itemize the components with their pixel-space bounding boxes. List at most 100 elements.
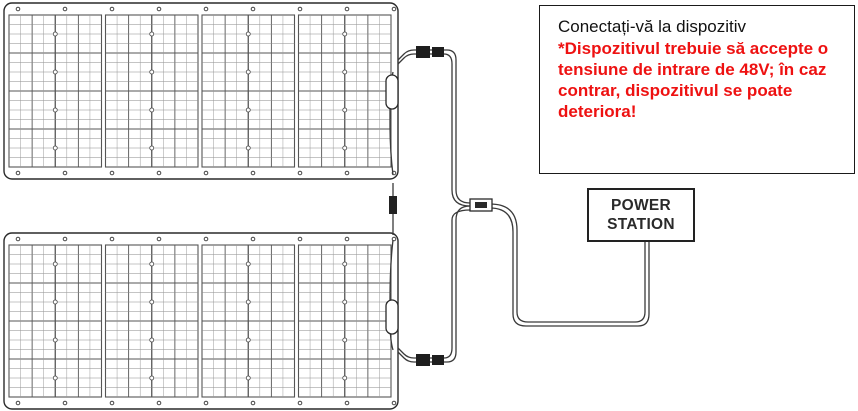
grommet-hole xyxy=(109,400,115,406)
grommet-hole xyxy=(109,236,115,242)
grommet-hole xyxy=(203,400,209,406)
grommet-hole xyxy=(109,170,115,176)
solar-module xyxy=(297,14,392,168)
grommet-hole xyxy=(391,400,397,406)
grommet-hole xyxy=(344,400,350,406)
mc4-connectors xyxy=(385,46,493,366)
cell-junction-mark xyxy=(342,69,348,75)
cell-junction-mark xyxy=(52,31,58,37)
grommet-hole xyxy=(156,6,162,12)
grommet-hole xyxy=(250,6,256,12)
cell-junction-mark xyxy=(52,299,58,305)
power-station-label-line2: STATION xyxy=(607,216,675,233)
solar-panel-2 xyxy=(3,232,399,410)
cell-junction-mark xyxy=(149,299,155,305)
voltage-warning: *Dispozitivul trebuie să accepte o tensi… xyxy=(558,39,829,121)
grommet-hole xyxy=(15,400,21,406)
grommet-hole xyxy=(391,236,397,242)
upper-panel-cable xyxy=(397,49,471,204)
cell-junction-mark xyxy=(245,107,251,113)
y-splitter-core xyxy=(475,202,487,208)
grommet-hole xyxy=(250,236,256,242)
solar-module xyxy=(8,14,103,168)
cell-junction-mark xyxy=(245,375,251,381)
mc4-connector-upper-left xyxy=(416,46,430,58)
main-output-cable-inner xyxy=(470,207,650,327)
device-connection-note: Conectați-vă la dispozitiv *Dispozitivul… xyxy=(539,5,855,174)
grommet-hole xyxy=(15,170,21,176)
cell-junction-mark xyxy=(342,337,348,343)
grommet-hole xyxy=(391,6,397,12)
solar-module xyxy=(201,14,296,168)
grommet-hole xyxy=(344,236,350,242)
cell-junction-mark xyxy=(342,107,348,113)
grommet-hole xyxy=(250,400,256,406)
grommet-hole xyxy=(62,400,68,406)
mc4-connector-upper-right xyxy=(432,47,444,57)
cell-junction-mark xyxy=(52,337,58,343)
solar-panels xyxy=(3,2,399,410)
grommet-hole xyxy=(297,170,303,176)
grommet-hole xyxy=(109,6,115,12)
cell-junction-mark xyxy=(342,261,348,267)
cell-junction-mark xyxy=(149,31,155,37)
solar-module xyxy=(104,244,199,398)
cable-harness xyxy=(389,49,650,363)
note-title: Conectați-vă la dispozitiv xyxy=(558,17,747,36)
cell-junction-mark xyxy=(149,375,155,381)
solar-module xyxy=(8,244,103,398)
grommet-hole xyxy=(15,6,21,12)
cell-junction-mark xyxy=(245,261,251,267)
lower-panel-cable xyxy=(397,205,471,363)
cell-junction-mark xyxy=(245,299,251,305)
cell-junction-mark xyxy=(342,299,348,305)
grommet-hole xyxy=(344,170,350,176)
series-connector xyxy=(389,196,397,214)
cell-junction-mark xyxy=(342,145,348,151)
mc4-connector-lower-right xyxy=(432,355,444,365)
cell-junction-mark xyxy=(245,69,251,75)
grommet-hole xyxy=(156,400,162,406)
cell-junction-mark xyxy=(149,261,155,267)
mc4-connector-lower-left xyxy=(416,354,430,366)
grommet-hole xyxy=(62,170,68,176)
solar-panel-1 xyxy=(3,2,399,180)
cell-junction-mark xyxy=(149,107,155,113)
grommet-hole xyxy=(203,170,209,176)
cell-junction-mark xyxy=(52,375,58,381)
cell-junction-mark xyxy=(342,375,348,381)
upper-panel-cable-inner xyxy=(397,53,471,207)
grommet-hole xyxy=(62,236,68,242)
power-station-label-line1: POWER xyxy=(610,197,672,214)
grommet-hole xyxy=(203,6,209,12)
cell-junction-mark xyxy=(149,145,155,151)
solar-module xyxy=(104,14,199,168)
grommet-hole xyxy=(297,400,303,406)
cell-junction-mark xyxy=(52,69,58,75)
inline-fuse-upper xyxy=(385,74,399,110)
inline-fuse-lower xyxy=(385,299,399,335)
grommet-hole xyxy=(156,170,162,176)
cell-junction-mark xyxy=(52,261,58,267)
main-output-cable xyxy=(470,203,646,323)
grommet-hole xyxy=(250,170,256,176)
cell-junction-mark xyxy=(245,337,251,343)
cell-junction-mark xyxy=(52,107,58,113)
solar-module xyxy=(297,244,392,398)
power-station-box: POWER STATION xyxy=(587,188,695,242)
cell-junction-mark xyxy=(245,31,251,37)
cell-junction-mark xyxy=(149,69,155,75)
cell-junction-mark xyxy=(245,145,251,151)
grommet-hole xyxy=(15,236,21,242)
cell-junction-mark xyxy=(149,337,155,343)
grommet-hole xyxy=(203,236,209,242)
grommet-hole xyxy=(62,6,68,12)
cell-junction-mark xyxy=(342,31,348,37)
grommet-hole xyxy=(344,6,350,12)
lower-panel-cable-inner xyxy=(397,209,471,359)
grommet-hole xyxy=(156,236,162,242)
solar-module xyxy=(201,244,296,398)
grommet-hole xyxy=(297,6,303,12)
cell-junction-mark xyxy=(52,145,58,151)
